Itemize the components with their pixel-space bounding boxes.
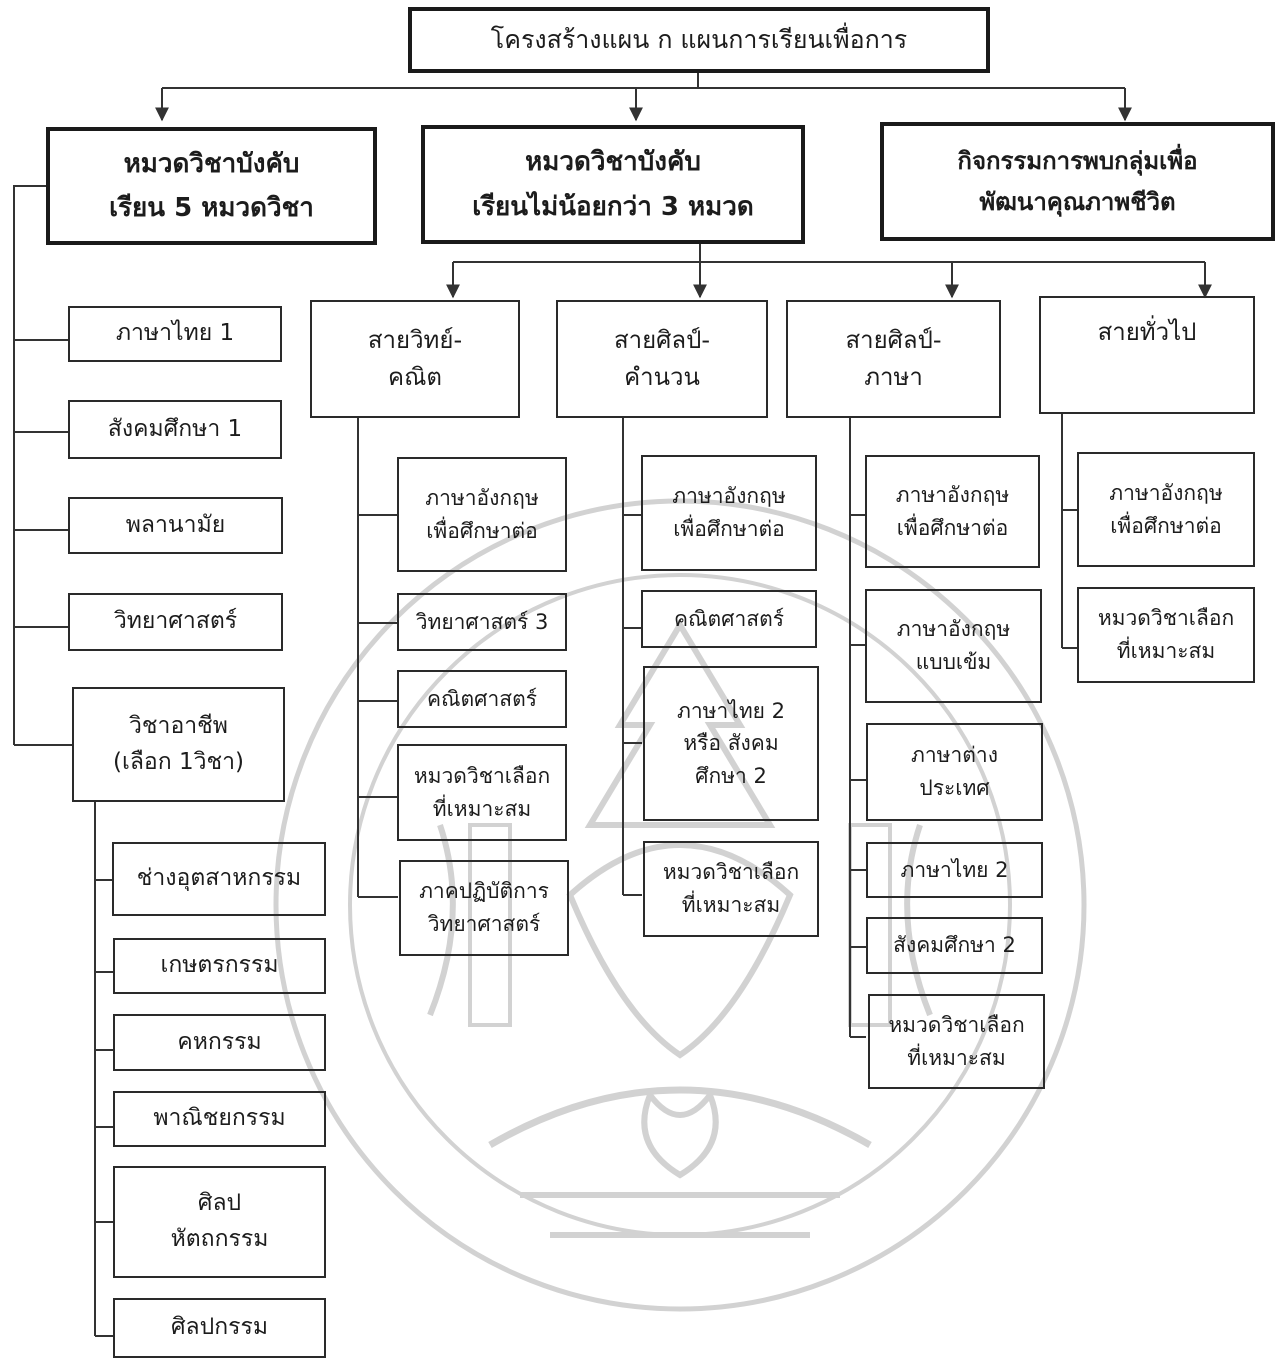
subject-label-line: เพื่อศึกษาต่อ xyxy=(896,515,1009,540)
arts-math-thai-or-social: ภาษาไทย 2 หรือ สังคม ศึกษา 2 xyxy=(643,666,819,821)
subject-label-line: เพื่อศึกษาต่อ xyxy=(426,518,538,543)
option-label: คหกรรม xyxy=(177,1028,262,1055)
subject-label-line: คณิตศาสตร์ xyxy=(673,606,785,631)
stream-label-line: คณิต xyxy=(388,363,442,391)
subject-label: ภาษาไทย 1 xyxy=(115,320,235,347)
subject-label-line: ภาษาอังกฤษ xyxy=(895,482,1010,507)
arts-lang-english-further: ภาษาอังกฤษ เพื่อศึกษาต่อ xyxy=(865,455,1040,568)
subject-label-line: ภาษาอังกฤษ xyxy=(1109,480,1223,505)
subject-label-line: ที่เหมาะสม xyxy=(907,1045,1006,1070)
diagram-title: โครงสร้างแผน ก แผนการเรียนเพื่อการ xyxy=(408,7,990,73)
subject-label-line: ภาษาอังกฤษ xyxy=(672,484,786,509)
arts-lang-elective: หมวดวิชาเลือก ที่เหมาะสม xyxy=(868,994,1045,1089)
subject-label-line: ภาษาต่าง xyxy=(911,743,998,768)
stream-label-line: ภาษา xyxy=(864,363,923,391)
subject-label-line: วิทยาศาสตร์ xyxy=(427,912,541,936)
general-elective: หมวดวิชาเลือก ที่เหมาะสม xyxy=(1077,587,1255,683)
category-label-line: พัฒนาคุณภาพชีวิต xyxy=(979,187,1176,216)
subject-label-line: ภาษาไทย 2 xyxy=(676,698,785,723)
option-label: ศิลปกรรม xyxy=(170,1314,269,1341)
subject-label-line: หมวดวิชาเลือก xyxy=(1097,606,1235,631)
stream-general: สายทั่วไป xyxy=(1039,296,1255,414)
sci-math-english-further: ภาษาอังกฤษ เพื่อศึกษาต่อ xyxy=(397,457,567,572)
vocational-crafts: ศิลป หัตถกรรม xyxy=(113,1166,326,1278)
subject-label: วิทยาศาสตร์ xyxy=(113,608,238,635)
vocational-agriculture: เกษตรกรรม xyxy=(113,938,326,994)
option-label: ช่างอุตสาหกรรม xyxy=(136,865,302,892)
subject-label-line: หมวดวิชาเลือก xyxy=(888,1012,1025,1037)
subject-label-line: ภาษาอังกฤษ xyxy=(425,485,539,510)
subject-label-line: ศึกษา 2 xyxy=(695,763,767,788)
stream-label-line: สายวิทย์- xyxy=(367,325,463,354)
subject-label-line: หมวดวิชาเลือก xyxy=(413,763,551,788)
subject-label-line: สังคมศึกษา 2 xyxy=(893,933,1016,958)
stream-label-line: สายทั่วไป xyxy=(1097,318,1197,346)
subject-label-line: คณิตศาสตร์ xyxy=(426,686,538,711)
arts-math-mathematics: คณิตศาสตร์ xyxy=(641,590,817,648)
sci-math-mathematics: คณิตศาสตร์ xyxy=(397,670,567,728)
diagram-title-text: โครงสร้างแผน ก แผนการเรียนเพื่อการ xyxy=(490,24,908,54)
category-compulsory-5: หมวดวิชาบังคับ เรียน 5 หมวดวิชา xyxy=(46,127,377,245)
subject-label-line: ภาษาอังกฤษ xyxy=(896,617,1011,642)
subject-label-line: ที่เหมาะสม xyxy=(1116,639,1216,663)
subject-label-line: หรือ สังคม xyxy=(683,731,779,756)
arts-lang-social-2: สังคมศึกษา 2 xyxy=(866,917,1043,974)
arts-math-english-further: ภาษาอังกฤษ เพื่อศึกษาต่อ xyxy=(641,455,817,571)
subject-label: สังคมศึกษา 1 xyxy=(107,415,243,442)
sci-math-lab: ภาคปฏิบัติการ วิทยาศาสตร์ xyxy=(399,860,569,956)
option-label-line: หัตถกรรม xyxy=(170,1226,269,1252)
subject-label-line: ประเทศ xyxy=(919,776,990,800)
subject-label-line: ภาษาไทย 2 xyxy=(900,857,1009,882)
category-label-line: หมวดวิชาบังคับ xyxy=(123,148,300,179)
subject-label-line: ที่เหมาะสม xyxy=(681,893,781,917)
vocational-home-economics: คหกรรม xyxy=(113,1014,326,1071)
subject-label-line: (เลือก 1วิชา) xyxy=(112,748,245,775)
category-label-line: เรียน 5 หมวดวิชา xyxy=(109,193,314,223)
stream-arts-math: สายศิลป์- คำนวน xyxy=(556,300,768,418)
subject-label-line: เพื่อศึกษาต่อ xyxy=(673,517,785,541)
subject-label-line: หมวดวิชาเลือก xyxy=(662,860,800,885)
sci-math-science-3: วิทยาศาสตร์ 3 xyxy=(397,593,567,651)
stream-science-math: สายวิทย์- คณิต xyxy=(310,300,520,418)
subject-label-line: ที่เหมาะสม xyxy=(432,796,532,821)
vocational-fine-arts: ศิลปกรรม xyxy=(113,1298,326,1358)
option-label: พาณิชยกรรม xyxy=(153,1105,286,1132)
category-label-line: เรียนไม่น้อยกว่า 3 หมวด xyxy=(472,191,754,222)
stream-label-line: สายศิลป์- xyxy=(845,325,942,354)
vocational-commerce: พาณิชยกรรม xyxy=(113,1091,326,1147)
arts-math-elective: หมวดวิชาเลือก ที่เหมาะสม xyxy=(643,841,819,937)
stream-label-line: สายศิลป์- xyxy=(613,325,711,354)
subject-science: วิทยาศาสตร์ xyxy=(68,593,283,651)
university-seal-watermark xyxy=(273,498,1087,1312)
subject-label-line: วิทยาศาสตร์ 3 xyxy=(415,609,549,634)
subject-label: พลานามัย xyxy=(125,511,226,538)
subject-label-line: เพื่อศึกษาต่อ xyxy=(1110,513,1222,538)
arts-lang-english-intensive: ภาษาอังกฤษ แบบเข้ม xyxy=(865,589,1042,703)
arts-lang-foreign-language: ภาษาต่าง ประเทศ xyxy=(866,723,1043,821)
vocational-industrial: ช่างอุตสาหกรรม xyxy=(112,842,326,916)
stream-label-line: คำนวน xyxy=(624,363,700,391)
sci-math-elective: หมวดวิชาเลือก ที่เหมาะสม xyxy=(397,744,567,841)
subject-label-line: แบบเข้ม xyxy=(915,650,992,674)
subject-vocational: วิชาอาชีพ (เลือก 1วิชา) xyxy=(72,687,285,802)
stream-arts-language: สายศิลป์- ภาษา xyxy=(786,300,1001,418)
option-label: เกษตรกรรม xyxy=(160,952,279,979)
subject-label-line: ภาคปฏิบัติการ xyxy=(419,879,549,904)
option-label-line: ศิลป xyxy=(197,1190,242,1217)
category-label-line: กิจกรรมการพบกลุ่มเพื่อ xyxy=(957,146,1198,175)
subject-label-line: วิชาอาชีพ xyxy=(129,712,228,739)
subject-social-1: สังคมศึกษา 1 xyxy=(68,400,282,459)
category-label-line: หมวดวิชาบังคับ xyxy=(525,147,701,178)
category-life-activity: กิจกรรมการพบกลุ่มเพื่อ พัฒนาคุณภาพชีวิต xyxy=(880,122,1275,241)
general-english-further: ภาษาอังกฤษ เพื่อศึกษาต่อ xyxy=(1077,452,1255,567)
category-compulsory-3: หมวดวิชาบังคับ เรียนไม่น้อยกว่า 3 หมวด xyxy=(421,125,805,244)
subject-health: พลานามัย xyxy=(68,497,283,554)
subject-thai-1: ภาษาไทย 1 xyxy=(68,306,282,362)
arts-lang-thai-2: ภาษาไทย 2 xyxy=(866,842,1043,898)
